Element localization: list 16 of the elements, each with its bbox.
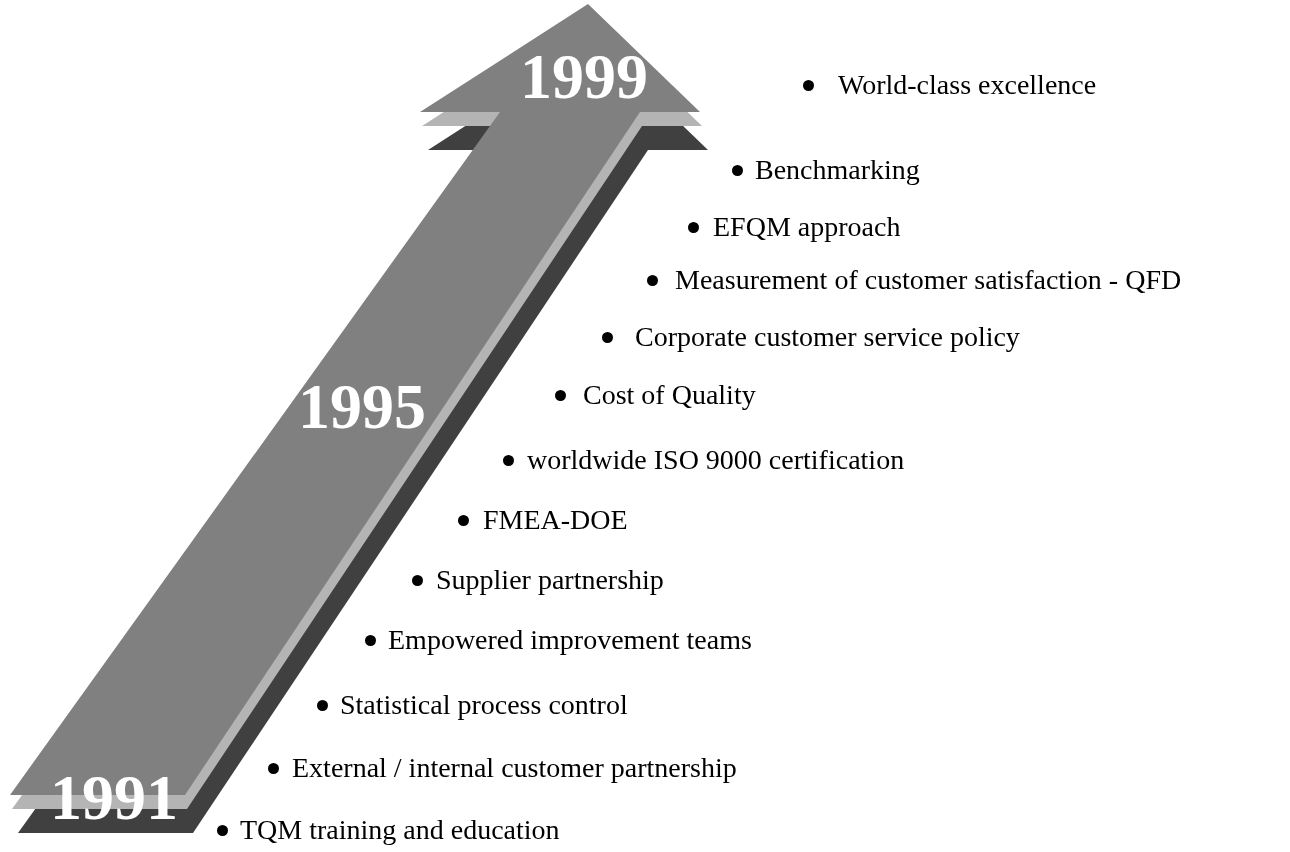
- list-item-text: World-class excellence: [838, 71, 1097, 99]
- list-item-text: Supplier partnership: [436, 566, 664, 594]
- list-item-text: Measurement of customer satisfaction - QFD: [675, 266, 1182, 294]
- year-label: 1999: [520, 45, 648, 109]
- list-item-text: FMEA-DOE: [483, 506, 628, 534]
- list-item-text: Empowered improvement teams: [388, 626, 752, 654]
- list-item-text: worldwide ISO 9000 certification: [527, 446, 905, 474]
- year-label: 1995: [298, 375, 426, 439]
- year-label: 1991: [50, 766, 178, 830]
- list-item-text: Corporate customer service policy: [635, 323, 1020, 351]
- list-item-text: TQM training and education: [240, 816, 560, 844]
- list-item-text: External / internal customer partnership: [292, 754, 737, 782]
- list-item-text: Statistical process control: [340, 691, 628, 719]
- list-item-text: EFQM approach: [713, 213, 901, 241]
- list-item-text: Benchmarking: [755, 156, 920, 184]
- list-item-text: Cost of Quality: [583, 381, 756, 409]
